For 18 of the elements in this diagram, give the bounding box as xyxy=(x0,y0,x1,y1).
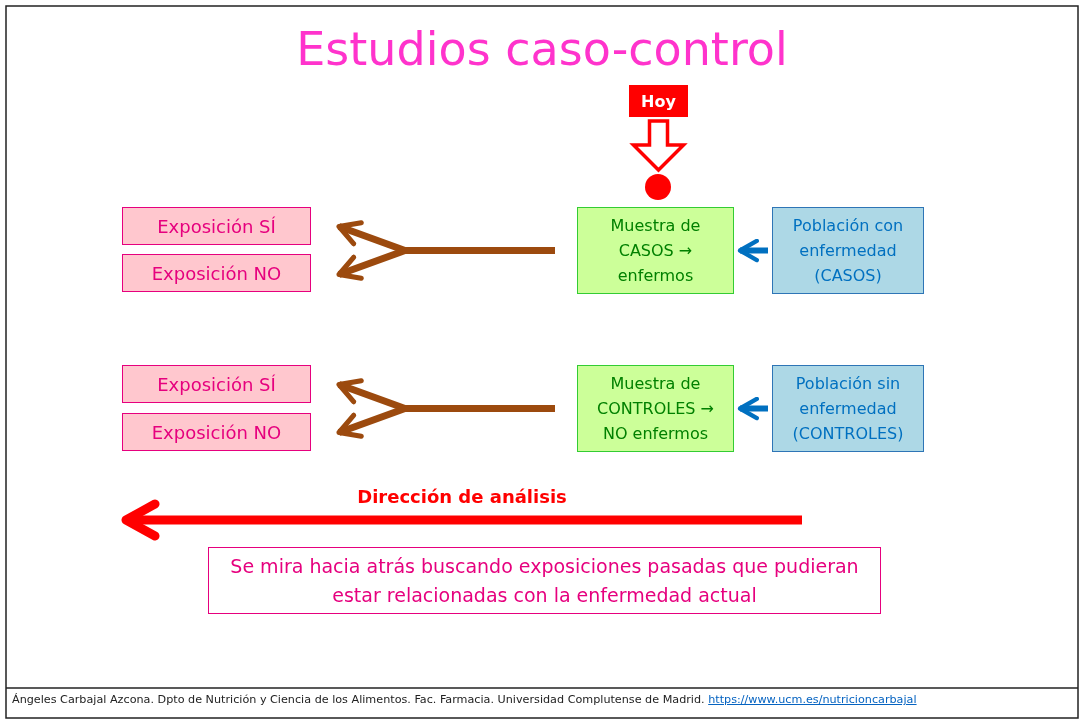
block-arrow xyxy=(629,119,688,173)
exposure-box: Exposición NO xyxy=(122,413,311,451)
exposure-box: Exposición SÍ xyxy=(122,365,311,403)
direction-label: Dirección de análisis xyxy=(356,486,568,507)
footer-credit: Ángeles Carbajal Azcona. Dpto de Nutrición y Ciencia de los Alimentos. Fac. Farmacia. Universidad Complutense de Madrid. xyxy=(12,693,706,706)
footer-link: https://www.ucm.es/nutricioncarbajal xyxy=(708,693,917,706)
exposure-box: Exposición NO xyxy=(122,254,311,292)
arrow xyxy=(737,238,768,263)
note-box: Se mira hacia atrás buscando exposiciones pasadas que pudieran estar relacionadas con la enfermedad actual xyxy=(208,547,881,614)
exposure-box: Exposición SÍ xyxy=(122,207,311,245)
arrow xyxy=(737,396,768,421)
population-box: Población con enfermedad (CASOS) xyxy=(772,207,924,294)
title: Estudios caso-control xyxy=(295,22,789,76)
today-tag: Hoy xyxy=(629,85,688,117)
circle-marker xyxy=(645,174,671,200)
population-box: Población sin enfermedad (CONTROLES) xyxy=(772,365,924,452)
sample-box: Muestra de CASOS → enfermos xyxy=(577,207,734,294)
sample-box: Muestra de CONTROLES → NO enfermos xyxy=(577,365,734,452)
